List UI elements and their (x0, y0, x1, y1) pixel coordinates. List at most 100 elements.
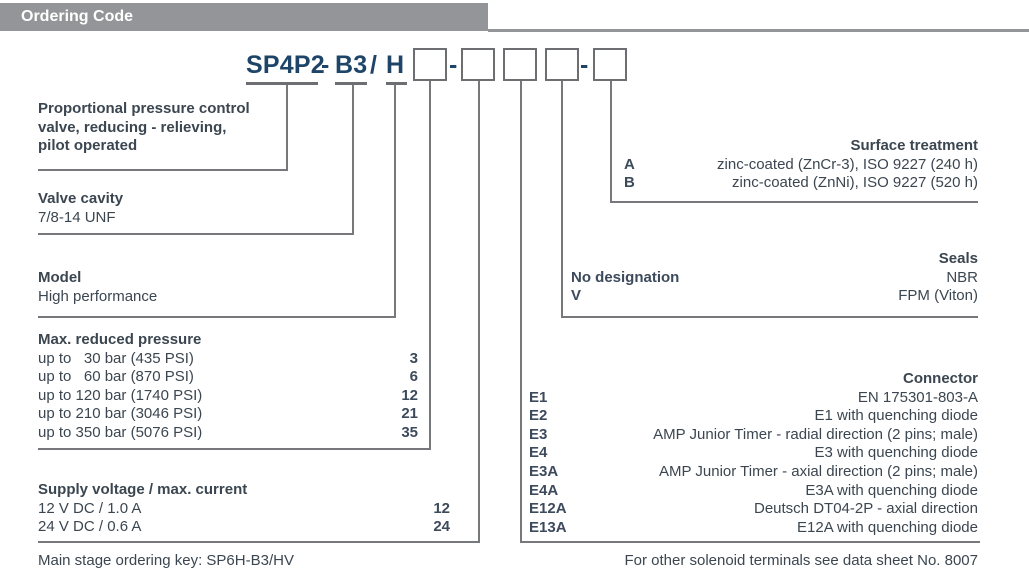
connector-row: E2 E1 with quenching diode (529, 407, 978, 426)
pressure-label: up to 60 bar (870 PSI) (38, 368, 194, 386)
pressure-code: 21 (401, 405, 418, 423)
seals-block: Seals No designation NBR V FPM (Viton) (571, 250, 978, 306)
surface-row: B zinc-coated (ZnNi), ISO 9227 (520 h) (624, 174, 978, 193)
seals-row: No designation NBR (571, 269, 978, 288)
connector-block: Connector E1 EN 175301-803-A E2 E1 with … (529, 370, 978, 537)
connector-code: E3 (529, 425, 548, 443)
rule-voltage (38, 541, 480, 543)
surface-code: A (624, 155, 635, 173)
connector-label: E12A with quenching diode (797, 518, 978, 536)
rule-function (38, 169, 288, 171)
pressure-label: up to 210 bar (3046 PSI) (38, 405, 203, 423)
connector-row: E3 AMP Junior Timer - radial direction (… (529, 426, 978, 445)
code-prefix: SP4P2 (246, 51, 325, 79)
code-dash-1: - (321, 51, 330, 79)
code-box-surface (593, 48, 627, 81)
connector-row: E13A E12A with quenching diode (529, 519, 978, 538)
rule-surface (610, 201, 978, 203)
seals-row: V FPM (Viton) (571, 287, 978, 306)
seals-code: V (571, 287, 582, 305)
connector-code: E4A (529, 481, 559, 499)
code-model: H (386, 51, 405, 79)
connector-label: AMP Junior Timer - axial direction (2 pi… (659, 462, 978, 480)
section-title: Ordering Code (21, 8, 134, 25)
pressure-row: up to 210 bar (3046 PSI) 21 (38, 405, 418, 424)
valve-cavity-title: Valve cavity (38, 190, 124, 207)
stem-cavity (352, 85, 354, 235)
pressure-label: up to 350 bar (5076 PSI) (38, 423, 203, 441)
function-line-3: pilot operated (38, 137, 138, 154)
connector-row: E3A AMP Junior Timer - axial direction (… (529, 463, 978, 482)
pressure-label: up to 30 bar (435 PSI) (38, 349, 194, 367)
code-box-pressure (413, 48, 447, 81)
seals-title: Seals (938, 250, 978, 267)
supply-title: Supply voltage / max. current (38, 481, 248, 498)
pressure-title: Max. reduced pressure (38, 331, 202, 348)
supply-row: 24 V DC / 0.6 A 24 (38, 518, 450, 537)
connector-code: E4 (529, 444, 548, 462)
rule-seals (561, 316, 978, 318)
code-dash-2: - (449, 51, 458, 79)
supply-code: 12 (433, 499, 450, 517)
stem-model (394, 85, 396, 318)
rule-pressure (38, 448, 431, 450)
pressure-code: 6 (409, 368, 418, 386)
pressure-row: up to 60 bar (870 PSI) 6 (38, 368, 418, 387)
model-block: Model High performance (38, 269, 157, 306)
connector-label: AMP Junior Timer - radial direction (2 p… (653, 425, 978, 443)
header-rule (488, 29, 1029, 32)
underline-prefix (246, 82, 318, 85)
stem-connector (520, 81, 522, 543)
connector-title: Connector (903, 370, 978, 387)
pressure-rows: up to 30 bar (435 PSI) 3 up to 60 bar (8… (38, 350, 418, 443)
connector-code: E1 (529, 388, 548, 406)
stem-voltage (478, 81, 480, 542)
surface-row: A zinc-coated (ZnCr-3), ISO 9227 (240 h) (624, 156, 978, 175)
model-title: Model (38, 269, 82, 286)
connector-label: E3 with quenching diode (814, 444, 978, 462)
surface-code: B (624, 174, 635, 192)
seals-label: NBR (946, 268, 978, 286)
connector-row: E4A E3A with quenching diode (529, 482, 978, 501)
rule-cavity (38, 233, 354, 235)
code-dash-3: - (580, 51, 589, 79)
surface-label: zinc-coated (ZnNi), ISO 9227 (520 h) (732, 174, 978, 192)
pressure-label: up to 120 bar (1740 PSI) (38, 386, 203, 404)
pressure-code: 3 (409, 349, 418, 367)
connector-label: E3A with quenching diode (805, 481, 978, 499)
connector-label: Deutsch DT04-2P - axial direction (754, 500, 978, 518)
supply-block: Supply voltage / max. current 12 V DC / … (38, 481, 450, 537)
connector-code: E3A (529, 462, 559, 480)
function-line-1: Proportional pressure control (38, 100, 250, 117)
solenoid-terminals-footnote: For other solenoid terminals see data sh… (624, 552, 978, 569)
connector-label: EN 175301-803-A (857, 388, 978, 406)
code-box-seals (545, 48, 579, 81)
surface-treatment-block: Surface treatment A zinc-coated (ZnCr-3)… (624, 137, 978, 193)
code-box-connector (503, 48, 537, 81)
supply-label: 24 V DC / 0.6 A (38, 518, 142, 536)
seals-code: No designation (571, 268, 680, 286)
connector-row: E1 EN 175301-803-A (529, 389, 978, 408)
connector-code: E2 (529, 407, 548, 425)
rule-connector (520, 541, 980, 543)
stem-surface (610, 81, 612, 203)
pressure-code: 35 (401, 423, 418, 441)
connector-code: E13A (529, 518, 567, 536)
code-slash: / (370, 51, 378, 79)
supply-rows: 12 V DC / 1.0 A 12 24 V DC / 0.6 A 24 (38, 500, 450, 537)
pressure-code: 12 (401, 386, 418, 404)
supply-row: 12 V DC / 1.0 A 12 (38, 500, 450, 519)
stem-pressure (429, 81, 431, 450)
code-cavity: B3 (335, 51, 368, 79)
underline-cavity (335, 82, 367, 85)
pressure-row: up to 30 bar (435 PSI) 3 (38, 350, 418, 369)
connector-row: E12A Deutsch DT04-2P - axial direction (529, 500, 978, 519)
surface-label: zinc-coated (ZnCr-3), ISO 9227 (240 h) (717, 155, 978, 173)
surface-treatment-title: Surface treatment (850, 137, 978, 154)
seals-label: FPM (Viton) (898, 287, 978, 305)
connector-row: E4 E3 with quenching diode (529, 444, 978, 463)
model-value: High performance (38, 287, 158, 305)
valve-cavity-value: 7/8-14 UNF (38, 208, 116, 226)
supply-code: 24 (433, 518, 450, 536)
